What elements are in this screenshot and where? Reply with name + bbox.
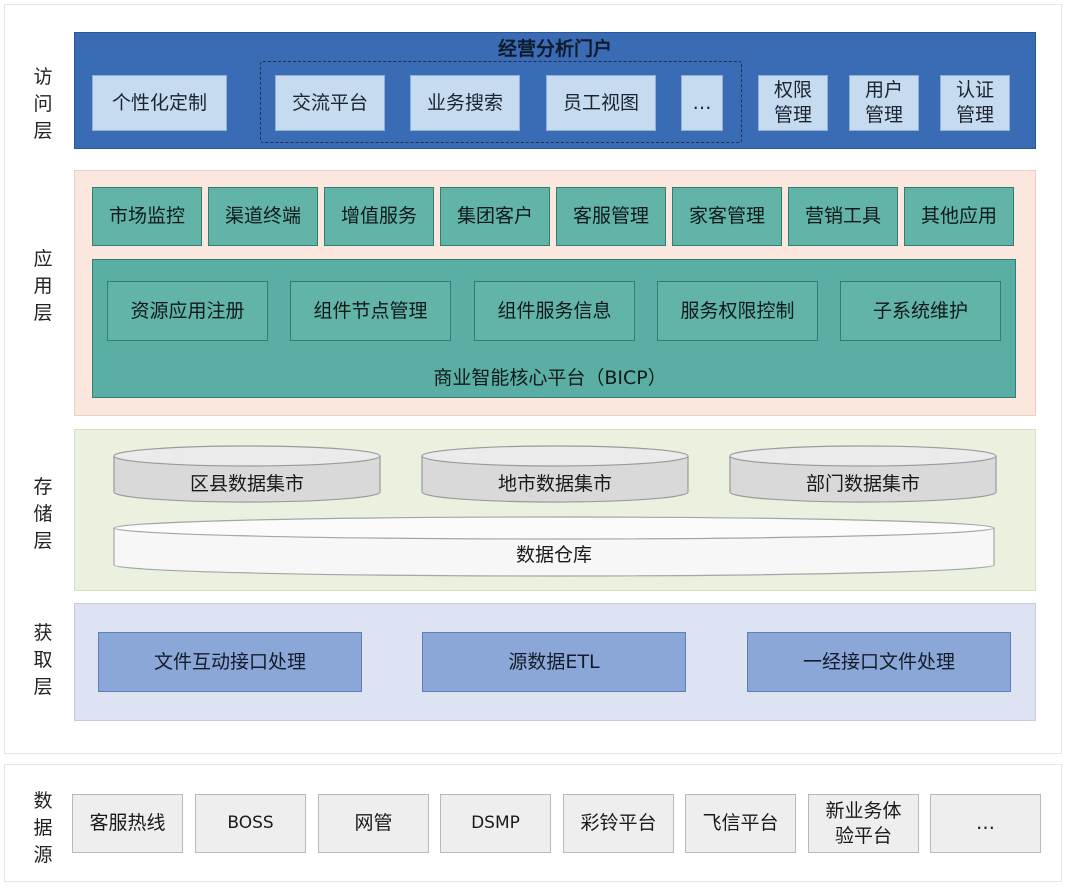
source-item-fetion-platform: 飞信平台 bbox=[685, 794, 796, 853]
access-item-employee-view: 员工视图 bbox=[546, 75, 656, 131]
access-item-personalization: 个性化定制 bbox=[92, 75, 227, 131]
layer-label-application: 应用层 bbox=[33, 248, 53, 324]
data-mart-label-city: 地市数据集市 bbox=[497, 473, 612, 495]
platform-item-resource-registration: 资源应用注册 bbox=[107, 281, 268, 341]
access-item-permission-mgmt: 权限管理 bbox=[758, 75, 828, 131]
app-item-marketing-tools: 营销工具 bbox=[788, 187, 898, 246]
app-item-market-monitor: 市场监控 bbox=[92, 187, 202, 246]
app-item-group-customer: 集团客户 bbox=[440, 187, 550, 246]
access-portal-title: 经营分析门户 bbox=[497, 38, 612, 60]
layer-label-storage: 存储层 bbox=[33, 476, 53, 552]
data-mart-label-county: 区县数据集市 bbox=[189, 473, 304, 495]
platform-item-component-service-info: 组件服务信息 bbox=[474, 281, 635, 341]
source-item-hotline: 客服热线 bbox=[72, 794, 183, 853]
access-item-user-mgmt: 用户管理 bbox=[849, 75, 919, 131]
bicp-platform-title: 商业智能核心平台（BICP） bbox=[433, 367, 667, 389]
source-item-new-business: 新业务体验平台 bbox=[808, 794, 919, 853]
app-item-customer-service: 客服管理 bbox=[556, 187, 666, 246]
layer-label-access: 访问层 bbox=[33, 66, 53, 142]
platform-item-service-permission: 服务权限控制 bbox=[657, 281, 818, 341]
source-item-network-mgmt: 网管 bbox=[318, 794, 429, 853]
acq-item-source-etl: 源数据ETL bbox=[422, 632, 686, 692]
source-item-ringtone-platform: 彩铃平台 bbox=[563, 794, 674, 853]
app-item-home-customer: 家客管理 bbox=[672, 187, 782, 246]
data-mart-label-department: 部门数据集市 bbox=[805, 473, 920, 495]
portal-dashed-group bbox=[260, 61, 742, 143]
app-item-channel-terminal: 渠道终端 bbox=[208, 187, 318, 246]
app-item-other-apps: 其他应用 bbox=[904, 187, 1014, 246]
data-warehouse-label: 数据仓库 bbox=[515, 544, 592, 566]
platform-item-component-node-mgmt: 组件节点管理 bbox=[290, 281, 451, 341]
access-item-business-search: 业务搜索 bbox=[410, 75, 520, 131]
layer-label-acquisition: 获取层 bbox=[33, 622, 53, 698]
access-item-exchange-platform: 交流平台 bbox=[275, 75, 385, 131]
layer-label-datasource: 数据源 bbox=[33, 790, 53, 866]
source-item-dsmp: DSMP bbox=[440, 794, 551, 853]
source-item-more: … bbox=[930, 794, 1041, 853]
acq-item-interface-file: 一经接口文件处理 bbox=[747, 632, 1011, 692]
source-item-boss: BOSS bbox=[195, 794, 306, 853]
acq-item-file-interaction: 文件互动接口处理 bbox=[98, 632, 362, 692]
access-item-auth-mgmt: 认证管理 bbox=[940, 75, 1010, 131]
app-item-value-added: 增值服务 bbox=[324, 187, 434, 246]
platform-item-subsystem-maintenance: 子系统维护 bbox=[840, 281, 1001, 341]
access-item-more: … bbox=[681, 75, 723, 131]
